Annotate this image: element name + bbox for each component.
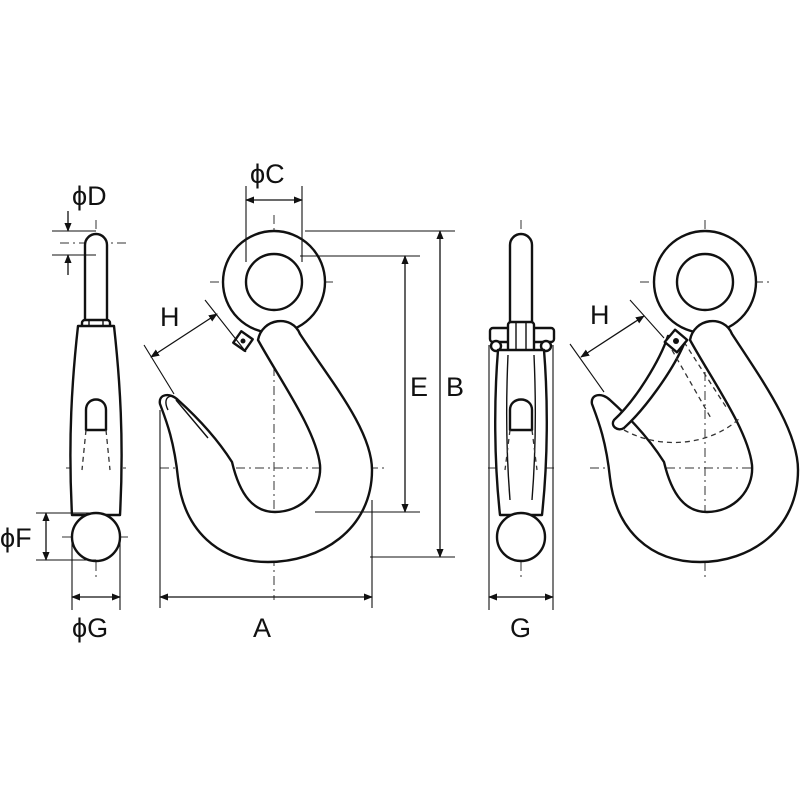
label-e: E: [410, 372, 428, 402]
label-h-right: H: [590, 300, 610, 330]
side-view-left: [60, 220, 128, 580]
label-g: G: [510, 613, 531, 643]
label-phi-d: ϕD: [72, 181, 107, 211]
label-phi-f: ϕF: [0, 523, 32, 553]
front-view-hook-latch: [590, 220, 800, 580]
side-view-right: [488, 220, 556, 580]
label-h-left: H: [160, 302, 180, 332]
label-phi-g: ϕG: [72, 613, 108, 643]
label-a: A: [253, 613, 271, 643]
label-phi-c: ϕC: [250, 159, 285, 189]
dimension-lines: [36, 186, 665, 610]
label-b: B: [446, 372, 464, 402]
front-view-hook: [158, 215, 385, 600]
